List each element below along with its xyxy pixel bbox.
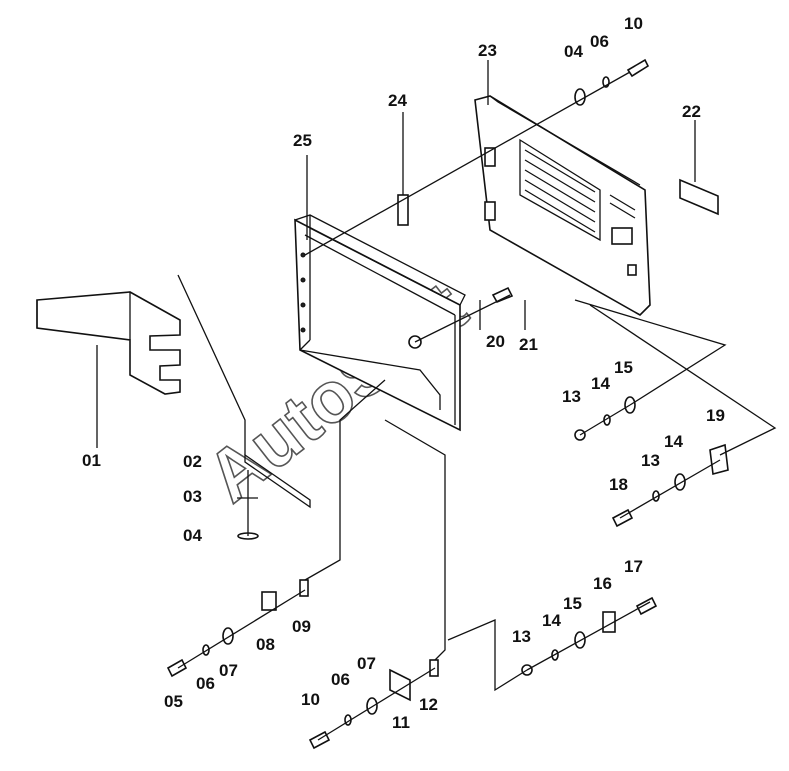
callout-11: 11 <box>392 713 410 732</box>
callout-02: 02 <box>183 452 202 471</box>
top-fasteners <box>304 58 650 256</box>
callout-06: 06 <box>331 670 350 689</box>
part-25-frame <box>294 155 466 432</box>
callout-22: 22 <box>682 102 701 121</box>
lower-left-fasteners <box>166 379 386 678</box>
callout-15: 15 <box>614 358 633 377</box>
callout-05: 05 <box>164 692 183 711</box>
parts-20-21 <box>408 286 526 349</box>
right-fasteners-upper <box>574 299 727 441</box>
part-23-panel <box>474 60 651 316</box>
callout-07: 07 <box>219 661 238 680</box>
callout-07: 07 <box>357 654 376 673</box>
callout-10: 10 <box>301 690 320 709</box>
callout-14: 14 <box>664 432 683 451</box>
callout-15: 15 <box>563 594 582 613</box>
callout-04: 04 <box>564 42 583 61</box>
callout-04: 04 <box>183 526 202 545</box>
lower-middle-fasteners <box>308 419 446 750</box>
right-fasteners-lower <box>589 304 777 528</box>
callout-13: 13 <box>512 627 531 646</box>
callout-06: 06 <box>590 32 609 51</box>
callout-24: 24 <box>388 91 407 110</box>
callout-13: 13 <box>641 451 660 470</box>
part-22-bracket <box>679 120 719 216</box>
callout-19: 19 <box>706 406 725 425</box>
callout-12: 12 <box>419 695 438 714</box>
callout-14: 14 <box>591 374 610 393</box>
callout-13: 13 <box>562 387 581 406</box>
callout-09: 09 <box>292 617 311 636</box>
callout-21: 21 <box>519 335 538 354</box>
lower-right-fasteners <box>447 596 658 692</box>
callout-06: 06 <box>196 674 215 693</box>
louver-grille <box>519 138 636 242</box>
part-24-bracket <box>397 112 409 226</box>
callout-01: 01 <box>82 451 101 470</box>
callout-labels: 01 02 03 04 04 05 06 06 06 07 07 08 09 1… <box>82 14 725 732</box>
rod-group <box>177 274 311 540</box>
callout-23: 23 <box>478 41 497 60</box>
callout-17: 17 <box>624 557 643 576</box>
callout-10: 10 <box>624 14 643 33</box>
callout-14: 14 <box>542 611 561 630</box>
part-01-plate <box>36 291 181 448</box>
callout-20: 20 <box>486 332 505 351</box>
callout-08: 08 <box>256 635 275 654</box>
callout-25: 25 <box>293 131 312 150</box>
callout-16: 16 <box>593 574 612 593</box>
callout-18: 18 <box>609 475 628 494</box>
callout-03: 03 <box>183 487 202 506</box>
